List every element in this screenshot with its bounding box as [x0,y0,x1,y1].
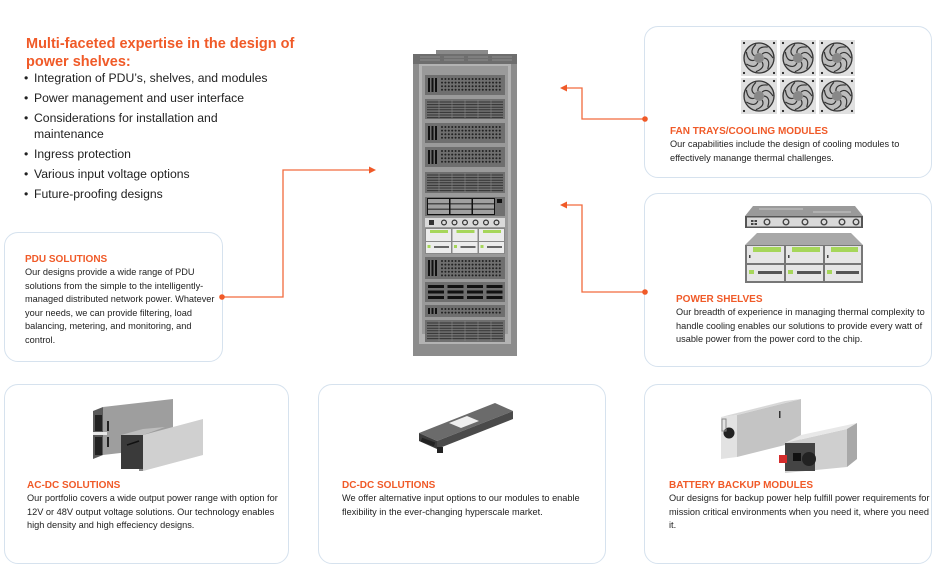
ac-dc-solutions-card: AC-DC SOLUTIONS Our portfolio covers a w… [4,384,289,564]
rack-blank-unit [425,282,505,302]
list-item: Various input voltage options [24,167,284,183]
fan-trays-card: FAN TRAYS/COOLING MODULES Our capabiliti… [644,26,932,178]
rack-drive-bay [425,197,505,216]
power-shelves-card: POWER SHELVES Our breadth of experience … [644,193,932,367]
pdu-solutions-card: PDU SOLUTIONS Our designs provide a wide… [4,232,223,362]
card-text: Our designs for backup power help fulfil… [669,493,930,531]
power-supply-module-icon [93,399,203,471]
rack-vent-unit [425,172,505,193]
server-rack-icon [413,50,517,356]
card-text: We offer alternative input options to ou… [342,493,580,517]
list-item: Ingress protection [24,147,284,163]
list-item: Power management and user interface [24,91,284,107]
fan-icon [819,78,855,114]
dc-dc-solutions-card: DC-DC SOLUTIONS We offer alternative inp… [318,384,606,564]
dc-dc-module-icon [419,403,513,453]
card-text: Our capabilities include the design of c… [670,139,900,163]
card-text: Our designs provide a wide range of PDU … [25,267,215,345]
battery-backup-card: BATTERY BACKUP MODULES Our designs for b… [644,384,932,564]
rack-server-unit [425,147,505,167]
expertise-list: Integration of PDU’s, shelves, and modul… [24,71,284,207]
list-item: Future-proofing designs [24,187,284,203]
rack-server-unit [425,305,505,317]
fan-icon [780,40,816,76]
battery-backup-module-icon [721,399,857,473]
card-title: AC-DC SOLUTIONS [27,480,121,491]
fan-icon [819,40,855,76]
fan-array-icon [741,40,855,114]
fan-icon [741,40,777,76]
arrow-right-icon [369,166,376,174]
rack-server-unit [425,75,505,95]
arrow-left-icon [560,84,567,92]
rack-io-panel [425,218,505,227]
card-title: POWER SHELVES [676,294,763,305]
rack-vent-unit [425,99,505,119]
card-text: Our breadth of experience in managing th… [676,307,925,345]
rack-server-unit [425,123,505,143]
list-item: Considerations for installation and main… [24,111,284,142]
card-title: DC-DC SOLUTIONS [342,480,436,491]
rack-server-unit [425,257,505,279]
power-connector-line [566,204,645,293]
fan-icon [741,78,777,114]
card-title: PDU SOLUTIONS [25,254,108,265]
rack-power-shelf [425,228,505,254]
card-text: Our portfolio covers a wide output power… [27,493,278,531]
card-title: FAN TRAYS/COOLING MODULES [670,126,828,137]
rack-vent-unit [425,320,505,342]
card-title: BATTERY BACKUP MODULES [669,480,814,491]
fan-connector-line [566,87,645,120]
headline: Multi-faceted expertise in the design of… [26,36,295,70]
list-item: Integration of PDU’s, shelves, and modul… [24,71,284,87]
arrow-left-icon [560,201,567,209]
power-shelf-icon [745,206,863,283]
fan-icon [780,78,816,114]
